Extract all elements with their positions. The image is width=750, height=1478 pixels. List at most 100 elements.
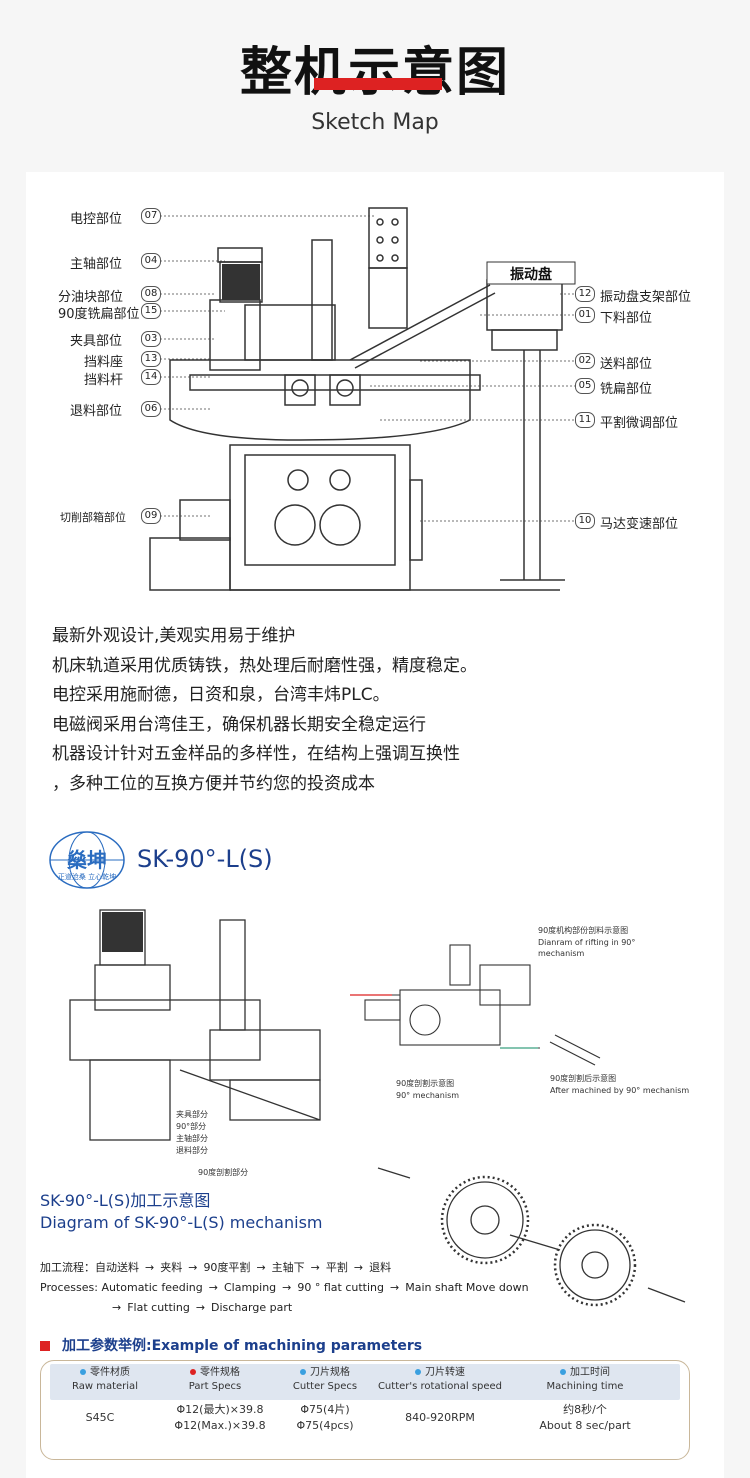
label-number: 11: [575, 412, 595, 428]
arrow-icon: →: [195, 1301, 206, 1314]
feature-description: 最新外观设计,美观实用易于维护 机床轨道采用优质铸铁，热处理后耐磨性强，精度稳定…: [52, 622, 477, 799]
label-stop-seat: 挡料座: [84, 355, 124, 370]
label-number: 05: [575, 378, 595, 394]
arrow-icon: →: [188, 1261, 198, 1274]
red-square-icon: [40, 1341, 50, 1351]
table-frame: [40, 1360, 690, 1460]
process-step: 90 ° flat cutting: [297, 1281, 384, 1294]
label-number: 14: [141, 369, 161, 385]
params-heading: 加工参数举例:Example of machining parameters: [40, 1335, 422, 1355]
label-90-milling: 90度铣扁部位: [58, 307, 140, 322]
description-line: ，多种工位的互换方便并节约您的投资成本: [52, 773, 375, 794]
note-90-part: 90°部分: [176, 1122, 207, 1131]
bullet-icon: [415, 1369, 421, 1375]
process-en-line2: →Flat cutting→Discharge part: [106, 1301, 292, 1314]
brand-logo: 燊坤 正道沧桑 立心乾坤: [48, 830, 126, 890]
diagram-title: SK-90°-L(S)加工示意图 Diagram of SK-90°-L(S) …: [40, 1190, 322, 1234]
diagram-title-cn: SK-90°-L(S)加工示意图: [40, 1191, 211, 1210]
process-step: 90度平割: [203, 1261, 251, 1274]
label-ejection: 退料部位: [70, 404, 123, 419]
process-cn-label: 加工流程：: [40, 1261, 95, 1274]
process-step: Main shaft Move down: [405, 1281, 529, 1294]
description-line: 电控采用施耐德，日资和泉，台湾丰炜PLC。: [52, 685, 390, 705]
bullet-icon: [300, 1369, 306, 1375]
bullet-icon: [190, 1369, 196, 1375]
model-name: SK-90°-L(S): [137, 845, 273, 873]
arrow-icon: →: [145, 1261, 155, 1274]
note-90-mechanism-cn: 90度机构部份剖料示意图: [538, 926, 629, 935]
label-milling: 铣扁部位: [600, 382, 653, 397]
process-step: 夹料: [160, 1261, 183, 1274]
note-fixture-part: 夹具部分: [176, 1110, 208, 1119]
process-step: 主轴下: [271, 1261, 305, 1274]
vibrator-label: 振动盘: [510, 266, 552, 283]
page-title: 整机示意图: [239, 43, 510, 103]
process-en-line1: Processes: Automatic feeding → Clamping → 90…: [40, 1281, 529, 1294]
label-fixture: 夹具部位: [70, 334, 123, 349]
label-number: 09: [141, 508, 161, 524]
process-step: Automatic feeding: [101, 1281, 203, 1294]
process-step: Discharge part: [211, 1301, 293, 1314]
machine-sketch: 振动盘: [149, 207, 576, 591]
logo-slogan: 正道沧桑 立心乾坤: [57, 873, 117, 881]
process-step: 平割: [325, 1261, 348, 1274]
description-line: 机器设计针对五金样品的多样性，在结构上强调互换性: [52, 744, 460, 764]
arrow-icon: →: [310, 1261, 320, 1274]
diagram-title-en: Diagram of SK-90°-L(S) mechanism: [40, 1213, 323, 1232]
bullet-icon: [80, 1369, 86, 1375]
label-oil-block: 分油块部位: [58, 290, 124, 305]
label-electric-control: 电控部位: [70, 212, 123, 227]
label-number: 04: [141, 253, 161, 269]
process-step: 退料: [369, 1261, 392, 1274]
table-cell-cutter-specs: Φ75(4片)Φ75(4pcs): [296, 1403, 354, 1432]
process-en-label: Processes:: [40, 1281, 98, 1294]
label-spindle: 主轴部位: [70, 257, 123, 272]
label-number: 13: [141, 351, 161, 367]
label-number: 15: [141, 303, 161, 319]
description-line: 电磁阀采用台湾佳王，确保机器长期安全稳定运行: [52, 714, 426, 735]
note-90-cut-part: 90度剖割部分: [198, 1168, 249, 1177]
process-step: Clamping: [223, 1281, 277, 1294]
note-after-cut-cn: 90度剖割后示意图: [550, 1074, 617, 1083]
label-feeding: 送料部位: [600, 357, 653, 372]
arrow-icon: →: [112, 1301, 122, 1314]
process-step: 自动送料: [95, 1261, 139, 1274]
table-cell-material: S45C: [85, 1411, 115, 1424]
arrow-icon: →: [208, 1281, 218, 1294]
process-cn: 加工流程：自动送料 → 夹料 → 90度平割 → 主轴下 → 平割 → 退料: [40, 1259, 391, 1275]
arrow-icon: →: [390, 1281, 400, 1294]
table-header: [50, 1364, 680, 1400]
arrow-icon: →: [256, 1261, 266, 1274]
label-cutting-box: 切削部箱部位: [60, 511, 126, 524]
label-fine-adjust: 平割微调部位: [600, 416, 679, 431]
title-accent-bar: [314, 78, 442, 90]
label-number: 01: [575, 307, 595, 323]
note-ejection-part: 退料部分: [176, 1146, 208, 1155]
mechanism-illustration: [69, 909, 686, 1307]
logo-text: 燊坤: [67, 848, 107, 872]
label-stop-rod: 挡料杆: [84, 373, 124, 388]
params-heading-text: 加工参数举例:Example of machining parameters: [62, 1338, 423, 1354]
note-spindle-part: 主轴部分: [176, 1134, 208, 1143]
description-line: 机床轨道采用优质铸铁，热处理后耐磨性强，精度稳定。: [52, 655, 477, 676]
table-cell-speed: 840-920RPM: [405, 1411, 475, 1424]
label-number: 06: [141, 401, 161, 417]
note-90-cut-en: 90° mechanism: [396, 1091, 460, 1100]
bullet-icon: [560, 1369, 566, 1375]
label-vibrator-stand: 振动盘支架部位: [600, 290, 692, 305]
note-after-cut-en: After machined by 90° mechanism: [550, 1086, 690, 1095]
arrow-icon: →: [353, 1261, 364, 1274]
label-unloading: 下料部位: [600, 311, 653, 326]
page-header: 整机示意图 Sketch Map: [0, 0, 750, 170]
globe-icon: [49, 831, 125, 889]
label-number: 07: [141, 208, 161, 224]
note-90-mechanism-en: Dianram of rifting in 90° mechanism: [538, 938, 636, 958]
label-number: 02: [575, 353, 595, 369]
page-subtitle: Sketch Map: [311, 110, 439, 135]
